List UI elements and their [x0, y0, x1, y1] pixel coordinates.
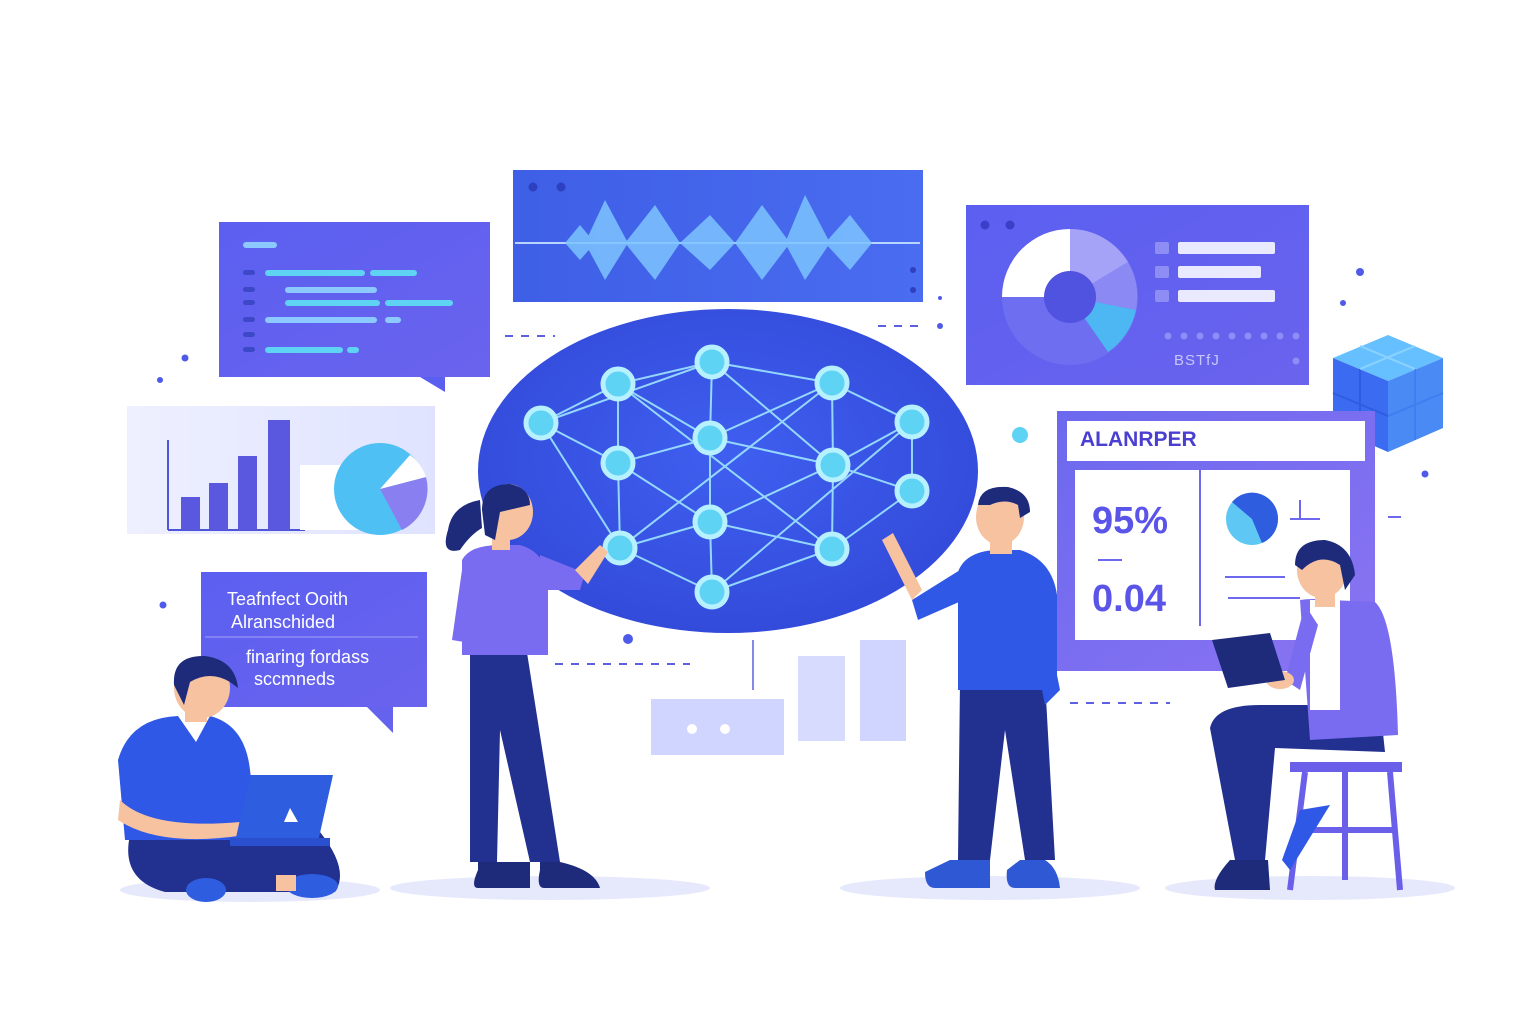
note-line-4: sccmneds — [254, 669, 336, 689]
man-presenter — [882, 486, 1060, 888]
decorative-dots — [157, 268, 1429, 644]
decorative-dashes — [505, 325, 1170, 704]
note-panel — [201, 572, 427, 733]
tablet-icon — [1212, 633, 1285, 688]
note-line-1: Teafnfect Ooith — [227, 589, 349, 609]
metrics-title: ALANRPER — [1080, 428, 1197, 451]
metric-primary-value: 95% — [1092, 500, 1169, 542]
bar-chart-panel — [127, 406, 435, 535]
woman-presenter — [445, 484, 608, 888]
note-line-3: finaring fordass — [246, 647, 370, 667]
waveform-panel — [513, 170, 923, 302]
metric-secondary-value: 0.04 — [1092, 578, 1166, 620]
dashboard-panel — [966, 205, 1309, 385]
laptop-icon — [230, 775, 333, 846]
dashboard-caption: BSTfJ — [1174, 352, 1220, 369]
code-panel — [219, 222, 490, 392]
note-line-2: Alranschided — [231, 612, 336, 632]
person-with-tablet — [1210, 540, 1403, 891]
person-with-laptop — [118, 655, 340, 902]
status-widgets — [651, 640, 906, 755]
